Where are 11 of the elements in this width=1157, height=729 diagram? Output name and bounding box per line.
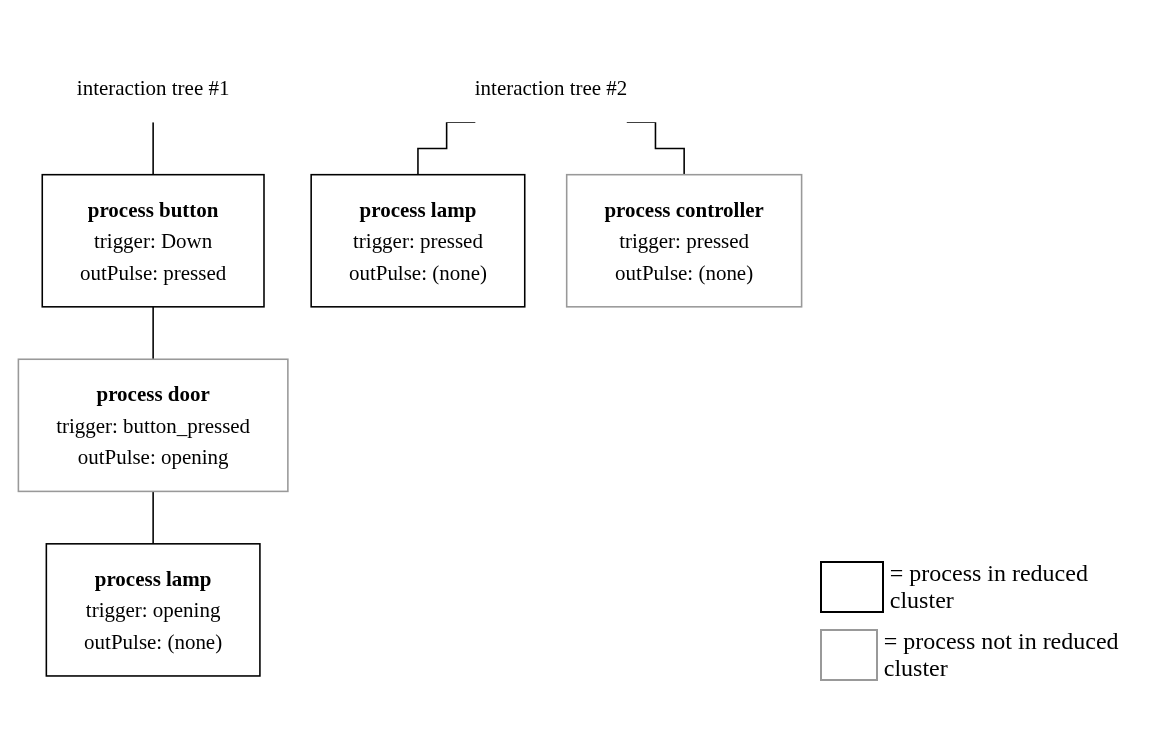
legend-text: = process in reduced cluster xyxy=(889,560,1089,614)
connector xyxy=(152,306,154,361)
node-box: process lamp trigger: pressed outPulse: (none) xyxy=(310,173,526,308)
node-text: interaction tree #1 xyxy=(76,76,230,100)
node-box: process button trigger: Down outPulse: pressed xyxy=(41,173,265,308)
connector xyxy=(152,490,154,545)
node-box: process door trigger: button_pressed outPulse: opening xyxy=(17,358,289,493)
legend-text: = process not in reduced cluster xyxy=(883,628,1120,682)
connector xyxy=(152,121,154,176)
node-box: process lamp trigger: opening outPulse: (none) xyxy=(45,543,261,677)
node-box: process controller trigger: pressed outPulse: (none) xyxy=(565,173,803,308)
